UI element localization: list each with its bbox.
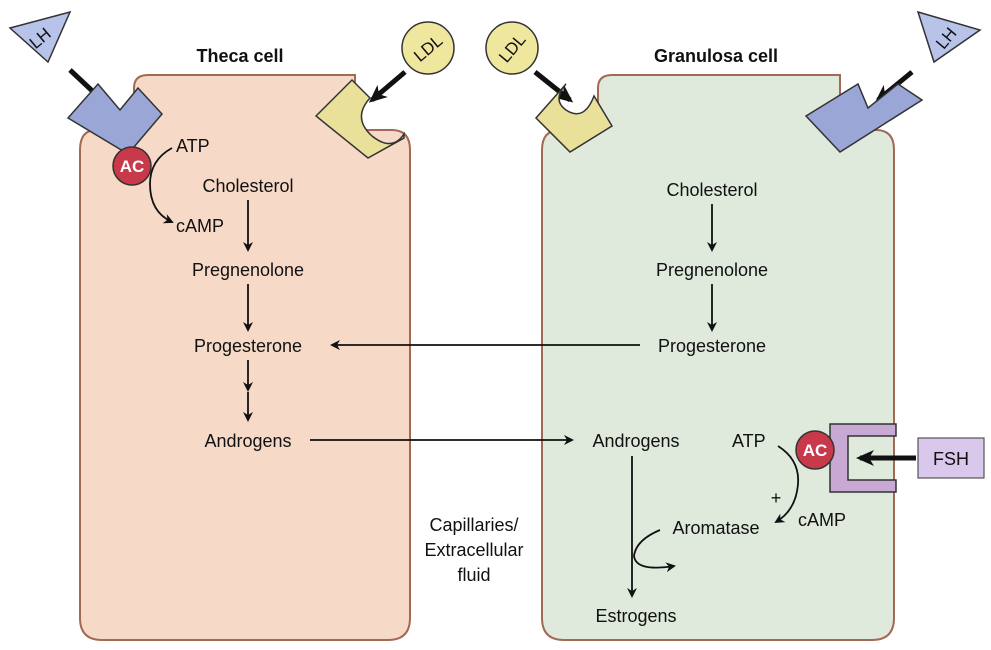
theca-ac-enzyme xyxy=(112,146,152,186)
granulosa-ldl-receptor xyxy=(534,83,614,153)
granulosa-ac-label: AC xyxy=(803,441,828,460)
granulosa-progesterone: Progesterone xyxy=(658,336,766,356)
theca-title: Theca cell xyxy=(196,46,283,66)
fsh-label: FSH xyxy=(933,449,969,469)
granulosa-cholesterol: Cholesterol xyxy=(666,180,757,200)
granulosa-ldl-arrow xyxy=(533,70,574,103)
theca-atp: ATP xyxy=(176,136,210,156)
capillaries-label-line1: Capillaries/ xyxy=(429,515,518,535)
granulosa-lh-hormone: LH xyxy=(916,10,982,64)
theca-camp: cAMP xyxy=(176,216,224,236)
granulosa-ldl-hormone: LDL xyxy=(485,21,539,75)
theca-androgens: Androgens xyxy=(204,431,291,451)
granulosa-atp-to-camp-arrow xyxy=(774,445,800,524)
granulosa-plus-sign: + xyxy=(771,488,782,508)
granulosa-atp: ATP xyxy=(732,431,766,451)
capillaries-label-line2: Extracellular xyxy=(424,540,523,560)
theca-cholesterol: Cholesterol xyxy=(202,176,293,196)
capillaries-label-line3: fluid xyxy=(457,565,490,585)
theca-atp-to-camp-arrow xyxy=(149,147,174,224)
granulosa-lh-receptor xyxy=(804,82,924,153)
granulosa-estrogens: Estrogens xyxy=(595,606,676,626)
granulosa-fsh-receptor xyxy=(829,423,897,493)
granulosa-androgens: Androgens xyxy=(592,431,679,451)
granulosa-title: Granulosa cell xyxy=(654,46,778,66)
granulosa-aromatase: Aromatase xyxy=(672,518,759,538)
theca-ldl-hormone: LDL xyxy=(401,21,455,75)
theca-ldl-receptor xyxy=(314,78,405,159)
granulosa-cell xyxy=(541,74,895,641)
fsh-hormone-box xyxy=(917,437,985,479)
aromatase-catalysis-arrow xyxy=(633,529,676,573)
theca-progesterone: Progesterone xyxy=(194,336,302,356)
granulosa-camp: cAMP xyxy=(798,510,846,530)
granulosa-pregnenolone: Pregnenolone xyxy=(656,260,768,280)
theca-ac-label: AC xyxy=(120,157,145,176)
theca-pregnenolone: Pregnenolone xyxy=(192,260,304,280)
theca-ldl-arrow xyxy=(368,70,407,103)
granulosa-ac-enzyme xyxy=(795,430,835,470)
theca-lh-hormone: LH xyxy=(8,10,72,64)
